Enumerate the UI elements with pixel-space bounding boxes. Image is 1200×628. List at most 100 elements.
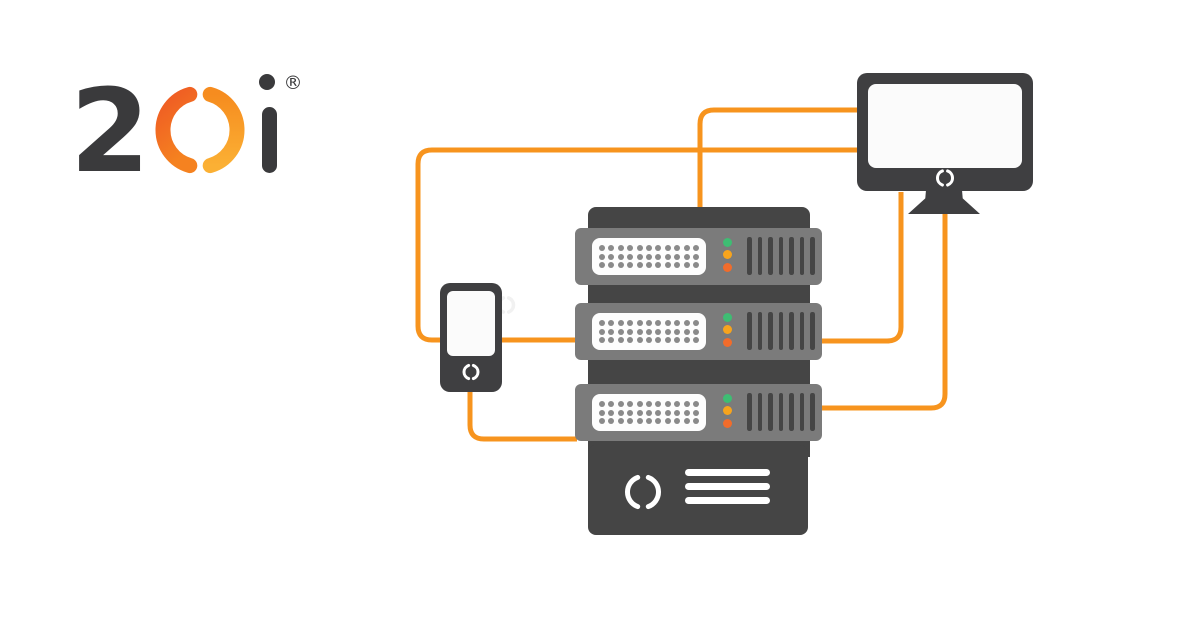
- vent-slat: [747, 237, 752, 275]
- vent-slat: [778, 393, 783, 431]
- vent-slat: [799, 393, 804, 431]
- panel-dot: [655, 337, 662, 344]
- panel-dot: [617, 328, 624, 335]
- panel-dot: [636, 337, 643, 344]
- desktop-monitor: [857, 73, 1033, 191]
- vent-slat: [747, 393, 752, 431]
- panel-dot: [627, 337, 634, 344]
- panel-dot: [655, 253, 662, 260]
- vent-slats: [747, 237, 815, 275]
- panel-dot: [683, 253, 690, 260]
- vent-slat: [757, 312, 762, 350]
- panel-dot: [655, 244, 662, 251]
- panel-dot: [617, 253, 624, 260]
- led-indicator: [723, 262, 732, 272]
- panel-dot: [599, 244, 606, 251]
- panel-dot: [636, 262, 643, 269]
- panel-dot: [683, 409, 690, 416]
- dot-row: [599, 253, 699, 260]
- vent-slats: [747, 312, 815, 350]
- panel-dot: [599, 262, 606, 269]
- panel-dot: [664, 400, 671, 407]
- panel-dot: [617, 409, 624, 416]
- panel-dot: [674, 400, 681, 407]
- vent-slat: [799, 312, 804, 350]
- panel-dot: [636, 244, 643, 251]
- panel-dot: [655, 319, 662, 326]
- base-text-bar: [685, 497, 770, 504]
- led-indicator: [723, 406, 732, 416]
- panel-dot: [664, 244, 671, 251]
- vent-slat: [757, 237, 762, 275]
- vent-slat: [747, 312, 752, 350]
- status-leds: [723, 394, 732, 428]
- panel-dot: [608, 418, 615, 425]
- panel-dot: [636, 319, 643, 326]
- panel-dot: [664, 337, 671, 344]
- led-indicator: [723, 250, 732, 260]
- dot-row: [599, 262, 699, 269]
- registered-trademark: ®: [284, 72, 303, 94]
- vent-slat: [789, 312, 794, 350]
- panel-dot: [599, 400, 606, 407]
- panel-dot: [636, 409, 643, 416]
- monitor-logo-broken-circle-icon: [936, 169, 954, 187]
- led-indicator: [723, 337, 732, 347]
- panel-dot: [692, 418, 699, 425]
- panel-dot: [608, 400, 615, 407]
- panel-dot: [608, 244, 615, 251]
- panel-dot: [692, 337, 699, 344]
- panel-dot: [627, 262, 634, 269]
- panel-dot: [683, 400, 690, 407]
- vent-slat: [778, 237, 783, 275]
- dot-row: [599, 409, 699, 416]
- panel-dot: [636, 418, 643, 425]
- status-leds: [723, 313, 732, 347]
- panel-dot: [683, 337, 690, 344]
- drive-panel: [592, 394, 706, 431]
- drive-panel: [592, 313, 706, 350]
- vent-slat: [778, 312, 783, 350]
- wire-phone-to-server-unit-3: [467, 391, 577, 442]
- panel-dot: [627, 253, 634, 260]
- logo-i-stem: [262, 107, 277, 173]
- panel-dot: [683, 262, 690, 269]
- panel-dot: [608, 253, 615, 260]
- panel-dot: [636, 400, 643, 407]
- vent-slat: [757, 393, 762, 431]
- panel-dot: [664, 253, 671, 260]
- panel-dot: [692, 262, 699, 269]
- panel-dot: [674, 262, 681, 269]
- panel-dot: [599, 253, 606, 260]
- drive-panel: [592, 238, 706, 275]
- wire-monitor-stand-to-server-unit-3: [821, 212, 948, 411]
- panel-dot: [664, 319, 671, 326]
- panel-dot: [692, 328, 699, 335]
- logo-20i: 2 ®: [75, 70, 303, 180]
- panel-dot: [617, 418, 624, 425]
- led-indicator: [723, 238, 732, 247]
- vent-slat: [768, 237, 773, 275]
- logo-o-right-arc: [202, 86, 245, 174]
- panel-dot: [627, 319, 634, 326]
- panel-dot: [664, 262, 671, 269]
- panel-dot: [646, 337, 652, 344]
- led-indicator: [723, 325, 732, 335]
- panel-dot: [646, 244, 652, 251]
- panel-dot: [646, 400, 652, 407]
- panel-dot: [608, 262, 615, 269]
- server-unit-1: [575, 228, 822, 285]
- panel-dot: [617, 262, 624, 269]
- vent-slats: [747, 393, 815, 431]
- panel-dot: [617, 319, 624, 326]
- base-text-bar: [685, 469, 770, 476]
- vent-slat: [789, 237, 794, 275]
- panel-dot: [636, 253, 643, 260]
- panel-dot: [617, 400, 624, 407]
- panel-dot: [599, 328, 606, 335]
- panel-dot: [646, 253, 652, 260]
- panel-dot: [627, 400, 634, 407]
- base-broken-circle-icon: [625, 474, 661, 510]
- panel-dot: [683, 328, 690, 335]
